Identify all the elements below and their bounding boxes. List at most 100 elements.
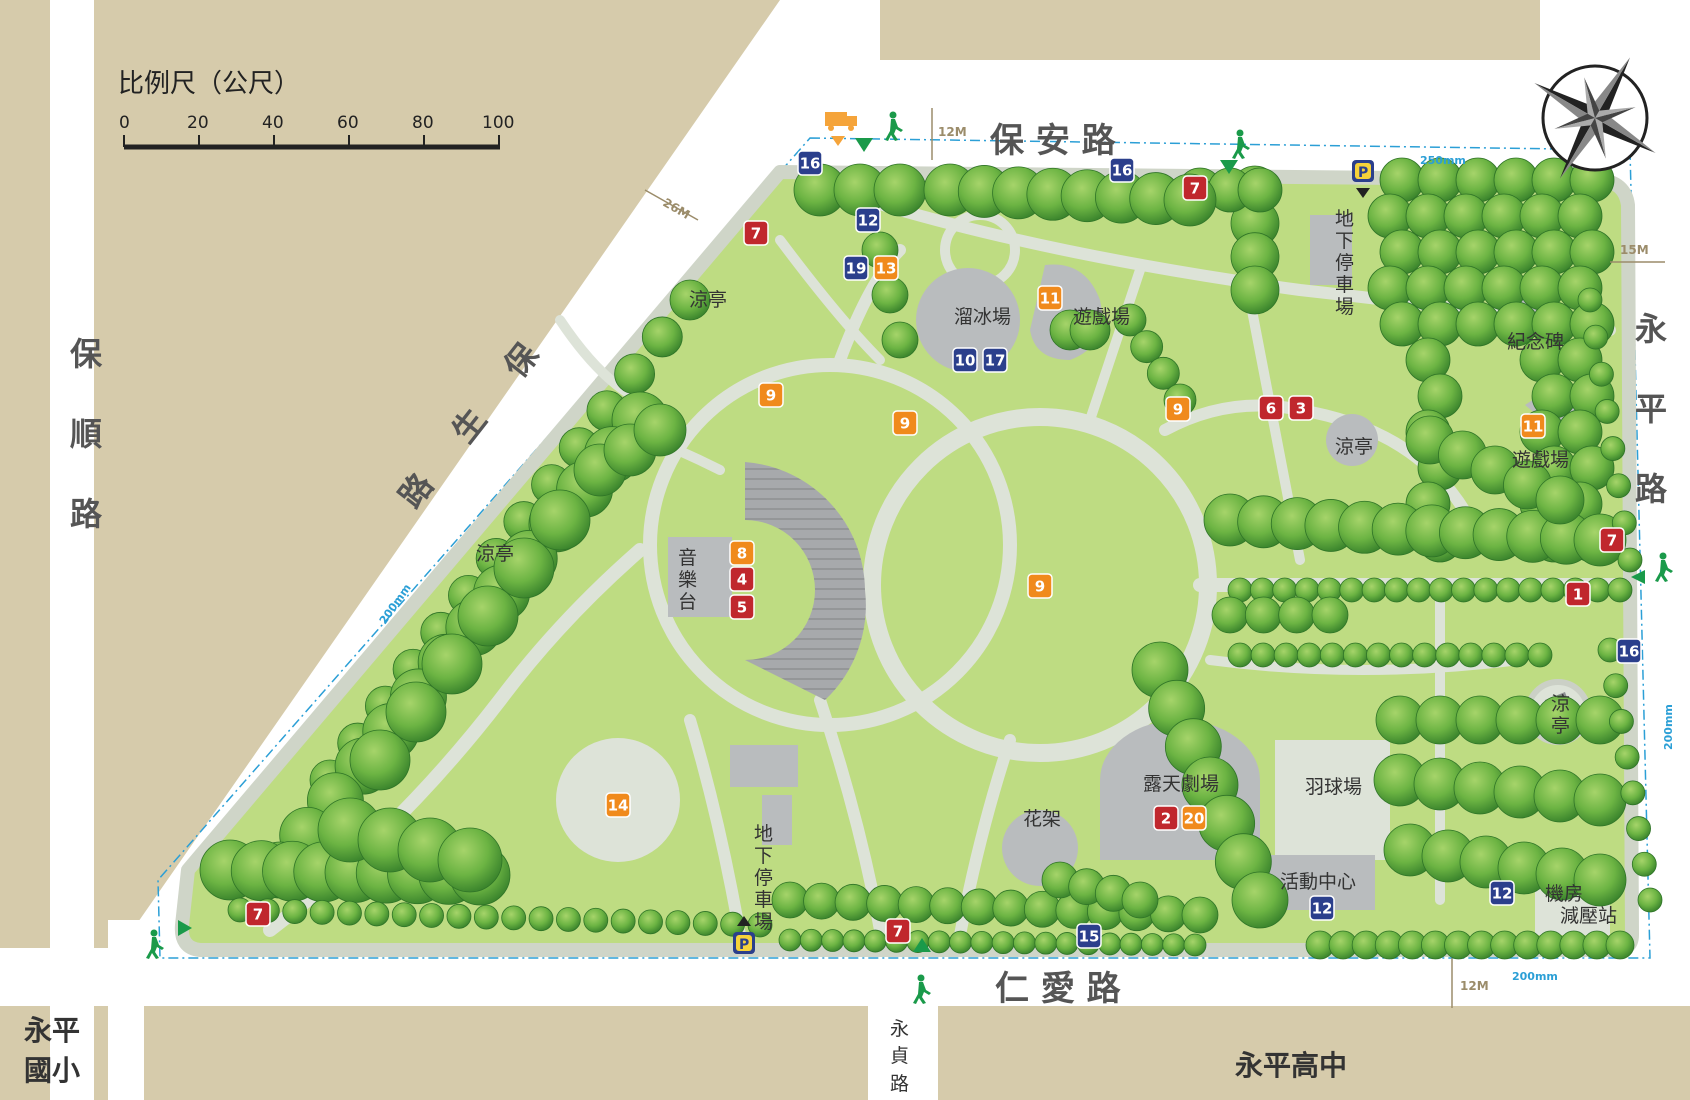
facility-badge[interactable]: 19: [843, 255, 869, 281]
pedestrian-icon: [1655, 552, 1673, 582]
tree: [1631, 851, 1657, 877]
road-label-south: 仁 愛 路: [995, 969, 1122, 1009]
tree: [1250, 642, 1276, 668]
facility-badge[interactable]: 16: [1616, 638, 1642, 664]
facility-badge[interactable]: 14: [605, 792, 631, 818]
road-label-branch-2: 貞: [890, 1045, 909, 1067]
tree: [614, 353, 656, 395]
facility-badge[interactable]: 4: [729, 566, 755, 592]
facility-badge[interactable]: 1: [1565, 581, 1591, 607]
badminton-court: [1275, 740, 1390, 860]
road-label-far-west-1: 保: [70, 335, 103, 373]
tree: [1227, 642, 1253, 668]
facility-badge[interactable]: 11: [1520, 413, 1546, 439]
tree: [778, 928, 802, 952]
tree: [1573, 773, 1627, 827]
tree: [421, 633, 483, 695]
tree: [1617, 547, 1643, 573]
label-playground-east: 遊戲場: [1512, 449, 1569, 471]
tree: [1278, 596, 1316, 634]
tree: [1237, 167, 1283, 213]
facility-badge[interactable]: 7: [885, 918, 911, 944]
facility-badge-number: 19: [846, 260, 867, 278]
facility-badge-number: 12: [858, 212, 879, 230]
tree: [929, 887, 967, 925]
road-label-east-3: 路: [1635, 470, 1668, 508]
tree: [1495, 577, 1521, 603]
label-parking-s-2: 下: [754, 845, 773, 867]
compass-rose-icon: [1534, 57, 1656, 179]
facility-badge[interactable]: 2: [1153, 805, 1179, 831]
facility-badge-number: 9: [1035, 578, 1045, 596]
tree: [1113, 303, 1147, 337]
tree: [446, 903, 472, 929]
facility-badge-number: 9: [766, 387, 776, 405]
facility-badge-number: 7: [1607, 532, 1617, 550]
tree: [992, 889, 1030, 927]
road-label-branch-3: 路: [890, 1073, 909, 1095]
road-label-branch-1: 永: [890, 1018, 909, 1040]
school-left-1: 永平: [24, 1014, 80, 1047]
facility-badge[interactable]: 12: [855, 207, 881, 233]
facility-badge[interactable]: 16: [1109, 157, 1135, 183]
tree: [970, 930, 994, 954]
label-open-theater: 露天劇場: [1143, 773, 1219, 795]
facility-badge-number: 20: [1184, 810, 1205, 828]
facility-badge[interactable]: 10: [952, 347, 978, 373]
facility-badge[interactable]: 12: [1489, 880, 1515, 906]
facility-badge[interactable]: 7: [245, 901, 271, 927]
road-label-far-west-3: 路: [70, 495, 103, 533]
tree: [610, 908, 636, 934]
tree: [638, 909, 663, 935]
facility-badge-number: 13: [876, 260, 897, 278]
tree: [1412, 642, 1438, 668]
facility-badge[interactable]: 20: [1181, 805, 1207, 831]
label-trellis: 花架: [1023, 808, 1061, 830]
facility-badge[interactable]: 15: [1076, 923, 1102, 949]
arrow-up-icon: [737, 916, 751, 926]
tree: [1481, 642, 1507, 668]
scale-tick-100: 100: [482, 113, 514, 133]
tree: [897, 886, 935, 924]
tree: [1603, 673, 1629, 699]
tree: [1146, 356, 1180, 390]
scale-tick-20: 20: [187, 113, 209, 133]
tree: [1119, 932, 1143, 956]
tree: [927, 930, 951, 954]
facility-badge[interactable]: 6: [1258, 395, 1284, 421]
facility-badge[interactable]: 9: [1027, 573, 1053, 599]
facility-badge[interactable]: 3: [1288, 395, 1314, 421]
facility-badge[interactable]: 7: [1599, 527, 1625, 553]
scale-tick-80: 80: [412, 113, 434, 133]
facility-badge[interactable]: 11: [1037, 285, 1063, 311]
tree: [1069, 309, 1111, 351]
facility-badge-number: 7: [893, 923, 903, 941]
label-parking-s-3: 停: [754, 867, 773, 889]
school-left-2: 國小: [24, 1054, 80, 1087]
tree: [1342, 642, 1368, 668]
scale-tick-0: 0: [119, 113, 130, 133]
facility-badge-number: 16: [1619, 643, 1640, 661]
parking-icon[interactable]: P: [1352, 160, 1374, 198]
label-playground-north: 遊戲場: [1073, 306, 1130, 328]
svg-text:P: P: [1358, 165, 1368, 181]
facility-badge[interactable]: 5: [729, 594, 755, 620]
facility-badge[interactable]: 9: [758, 382, 784, 408]
tree: [1389, 642, 1414, 668]
facility-badge[interactable]: 9: [1165, 396, 1191, 422]
music-stage-building: [668, 537, 732, 617]
facility-badge[interactable]: 17: [982, 347, 1008, 373]
facility-badge[interactable]: 7: [1182, 175, 1208, 201]
facility-badge-number: 16: [800, 155, 821, 173]
facility-badge[interactable]: 9: [892, 410, 918, 436]
tree: [1607, 577, 1633, 603]
facility-badge[interactable]: 7: [743, 220, 769, 246]
parking-icon[interactable]: P: [733, 916, 755, 954]
facility-badge[interactable]: 8: [729, 540, 755, 566]
facility-badge[interactable]: 16: [797, 150, 823, 176]
label-music-stage-1: 音: [678, 547, 697, 569]
facility-badge-number: 6: [1266, 400, 1276, 418]
facility-badge[interactable]: 12: [1309, 895, 1335, 921]
tree: [960, 888, 998, 926]
facility-badge[interactable]: 13: [873, 255, 899, 281]
